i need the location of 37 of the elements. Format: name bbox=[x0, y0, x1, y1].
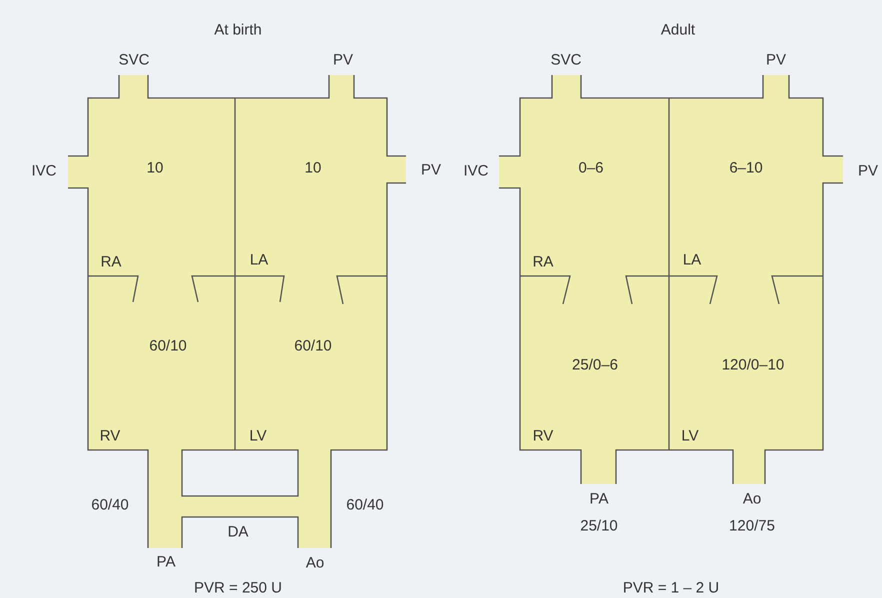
panel-heading: Adult bbox=[660, 22, 696, 38]
vessel-label: PV bbox=[421, 162, 441, 178]
pressure-value: 60/40 bbox=[91, 498, 129, 512]
vessel-label: PA bbox=[156, 554, 176, 570]
vessel-label: Ao bbox=[742, 492, 762, 506]
chamber-label: RV bbox=[100, 428, 120, 444]
pressure-value: 0–6 bbox=[578, 160, 604, 176]
vessel-label: SVC bbox=[550, 52, 582, 68]
vessel-label: PV bbox=[333, 52, 353, 68]
pressure-value: 60/10 bbox=[149, 338, 187, 354]
pressure-value: 25/10 bbox=[580, 518, 618, 534]
panel-heading: At birth bbox=[214, 22, 262, 38]
pressure-value: 60/10 bbox=[294, 338, 332, 354]
pressure-value: 120/75 bbox=[729, 518, 775, 534]
pressure-value: 120/0–10 bbox=[722, 358, 784, 372]
pressure-value: 10 bbox=[146, 160, 164, 176]
chamber-label: LA bbox=[682, 252, 702, 268]
vessel-label: SVC bbox=[118, 52, 150, 68]
chamber-label: LV bbox=[249, 428, 267, 444]
vessel-label: Ao bbox=[306, 556, 324, 570]
resistance-value: PVR = 1 – 2 U bbox=[622, 580, 720, 596]
vessel-label: PV bbox=[858, 164, 878, 178]
chamber-label: LA bbox=[250, 252, 268, 268]
chamber-label: LV bbox=[681, 428, 699, 444]
vessel-label: IVC bbox=[32, 164, 56, 178]
pressure-value: 60/40 bbox=[346, 498, 384, 512]
vessel-label: DA bbox=[228, 524, 248, 540]
pressure-value: 6–10 bbox=[729, 160, 763, 176]
chamber-label: RV bbox=[532, 428, 554, 444]
pressure-value: 25/0–6 bbox=[572, 358, 618, 372]
chamber-label: RA bbox=[100, 254, 122, 270]
vessel-label: PA bbox=[590, 492, 608, 506]
resistance-value: PVR = 250 U bbox=[194, 580, 282, 596]
vessel-label: IVC bbox=[464, 164, 488, 178]
pressure-value: 10 bbox=[304, 160, 322, 176]
vessel-label: PV bbox=[766, 52, 786, 68]
chamber-label: RA bbox=[532, 254, 554, 270]
